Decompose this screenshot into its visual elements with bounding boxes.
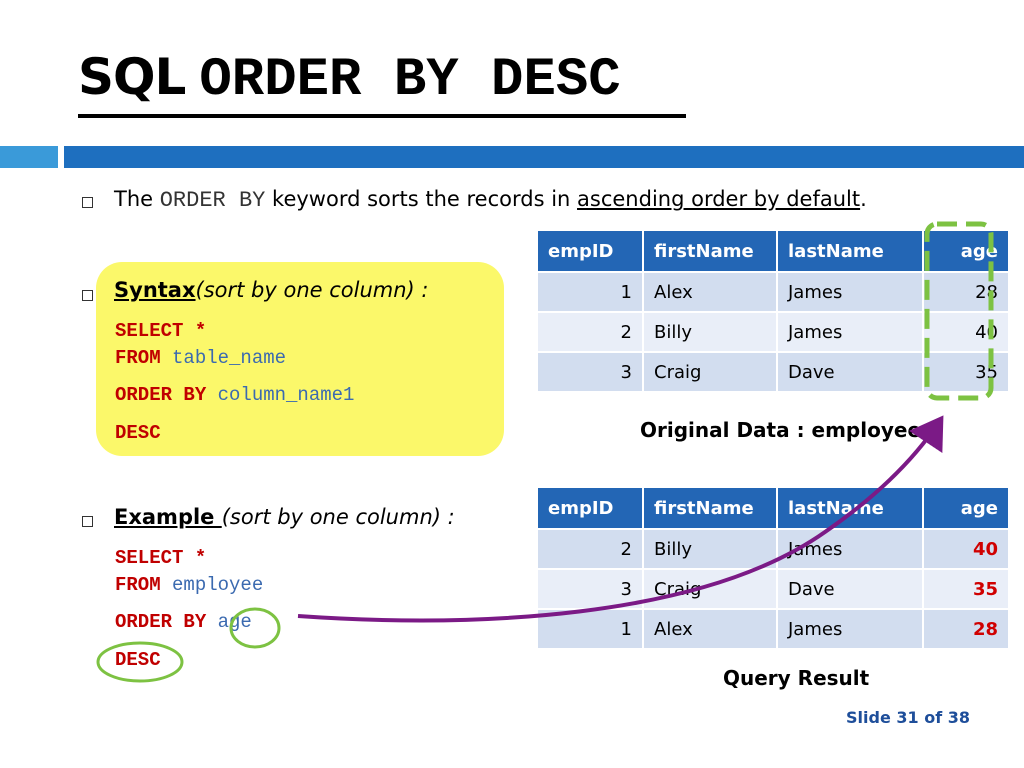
cell-lastname: James	[776, 528, 924, 570]
cell-empid: 2	[536, 528, 644, 570]
header-bar-accent	[0, 146, 58, 168]
cell-lastname: James	[776, 608, 924, 650]
cell-firstname: Craig	[642, 351, 778, 393]
query-result-caption: Query Result	[723, 666, 870, 690]
cell-firstname: Craig	[642, 568, 778, 610]
syntax-label: Syntax	[114, 278, 196, 302]
syntax-line-3: ORDER BY column_name1	[115, 386, 354, 405]
table-row: 1 Alex James 28	[536, 608, 1010, 650]
cell-age: 28	[922, 271, 1010, 313]
header-firstname: firstName	[642, 229, 778, 273]
table-header-row: empID firstName lastName age	[536, 229, 1010, 273]
cell-empid: 1	[536, 271, 644, 313]
cell-age: 40	[922, 311, 1010, 353]
cell-age: 40	[922, 528, 1010, 570]
bullet-square-icon	[82, 290, 93, 301]
table-row: 2 Billy James 40	[536, 528, 1010, 570]
table-header-row: empID firstName lastName age	[536, 486, 1010, 530]
sql-identifier: age	[206, 611, 252, 633]
cell-empid: 1	[536, 608, 644, 650]
cell-empid: 3	[536, 568, 644, 610]
intro-post: .	[860, 187, 867, 211]
intro-mid: keyword sorts the records in	[265, 187, 578, 211]
cell-age: 35	[922, 568, 1010, 610]
table-row: 3 Craig Dave 35	[536, 568, 1010, 610]
table-row: 2 Billy James 40	[536, 311, 1010, 353]
example-line-3: ORDER BY age	[115, 613, 252, 632]
cell-lastname: Dave	[776, 351, 924, 393]
cell-firstname: Alex	[642, 271, 778, 313]
table-row: 1 Alex James 28	[536, 271, 1010, 313]
header-lastname: lastName	[776, 229, 924, 273]
example-line-4: DESC	[115, 651, 161, 670]
slide-number: Slide 31 of 38	[846, 708, 970, 727]
sql-keyword: FROM	[115, 347, 161, 369]
sql-keyword: FROM	[115, 574, 161, 596]
intro-keyword: ORDER BY	[159, 188, 266, 213]
example-note: (sort by one column) :	[221, 505, 455, 529]
intro-pre: The	[114, 187, 160, 211]
example-line-2: FROM employee	[115, 576, 263, 595]
sql-keyword: ORDER BY	[115, 384, 207, 406]
sql-keyword: SELECT *	[115, 547, 207, 569]
bullet-syntax: Syntax(sort by one column) :	[114, 278, 429, 302]
syntax-line-1: SELECT *	[115, 322, 206, 341]
original-data-table: empID firstName lastName age 1 Alex Jame…	[536, 229, 1010, 393]
cell-empid: 2	[536, 311, 644, 353]
sql-identifier: employee	[160, 574, 264, 596]
cell-age: 28	[922, 608, 1010, 650]
bullet-square-icon	[82, 516, 93, 527]
sql-keyword: SELECT *	[115, 320, 207, 342]
title-prefix: SQL	[78, 48, 186, 106]
header-empid: empID	[536, 229, 644, 273]
syntax-note: (sort by one column) :	[195, 278, 429, 302]
intro-underlined: ascending order by default	[577, 187, 861, 211]
bullet-square-icon	[82, 197, 93, 208]
sql-identifier: column_name1	[206, 384, 355, 406]
syntax-line-4: DESC	[115, 424, 161, 443]
example-label: Example	[114, 505, 222, 529]
cell-empid: 3	[536, 351, 644, 393]
title-underline	[78, 114, 686, 118]
header-firstname: firstName	[642, 486, 778, 530]
title-keyword: ORDER BY DESC	[199, 50, 621, 111]
cell-firstname: Billy	[642, 311, 778, 353]
header-age: age	[922, 229, 1010, 273]
query-result-table: empID firstName lastName age 2 Billy Jam…	[536, 486, 1010, 650]
cell-lastname: James	[776, 271, 924, 313]
header-bar	[64, 146, 1024, 168]
header-lastname: lastName	[776, 486, 924, 530]
sql-keyword: DESC	[115, 649, 161, 671]
syntax-line-2: FROM table_name	[115, 349, 286, 368]
sql-identifier: table_name	[160, 347, 287, 369]
example-line-1: SELECT *	[115, 549, 206, 568]
cell-firstname: Alex	[642, 608, 778, 650]
original-data-caption: Original Data : employee	[640, 418, 922, 442]
header-age: age	[922, 486, 1010, 530]
cell-lastname: James	[776, 311, 924, 353]
cell-age: 35	[922, 351, 1010, 393]
cell-firstname: Billy	[642, 528, 778, 570]
bullet-intro: The ORDER BY keyword sorts the records i…	[114, 187, 867, 213]
sql-keyword: DESC	[115, 422, 161, 444]
table-row: 3 Craig Dave 35	[536, 351, 1010, 393]
sql-keyword: ORDER BY	[115, 611, 207, 633]
bullet-example: Example (sort by one column) :	[114, 505, 455, 529]
header-empid: empID	[536, 486, 644, 530]
cell-lastname: Dave	[776, 568, 924, 610]
